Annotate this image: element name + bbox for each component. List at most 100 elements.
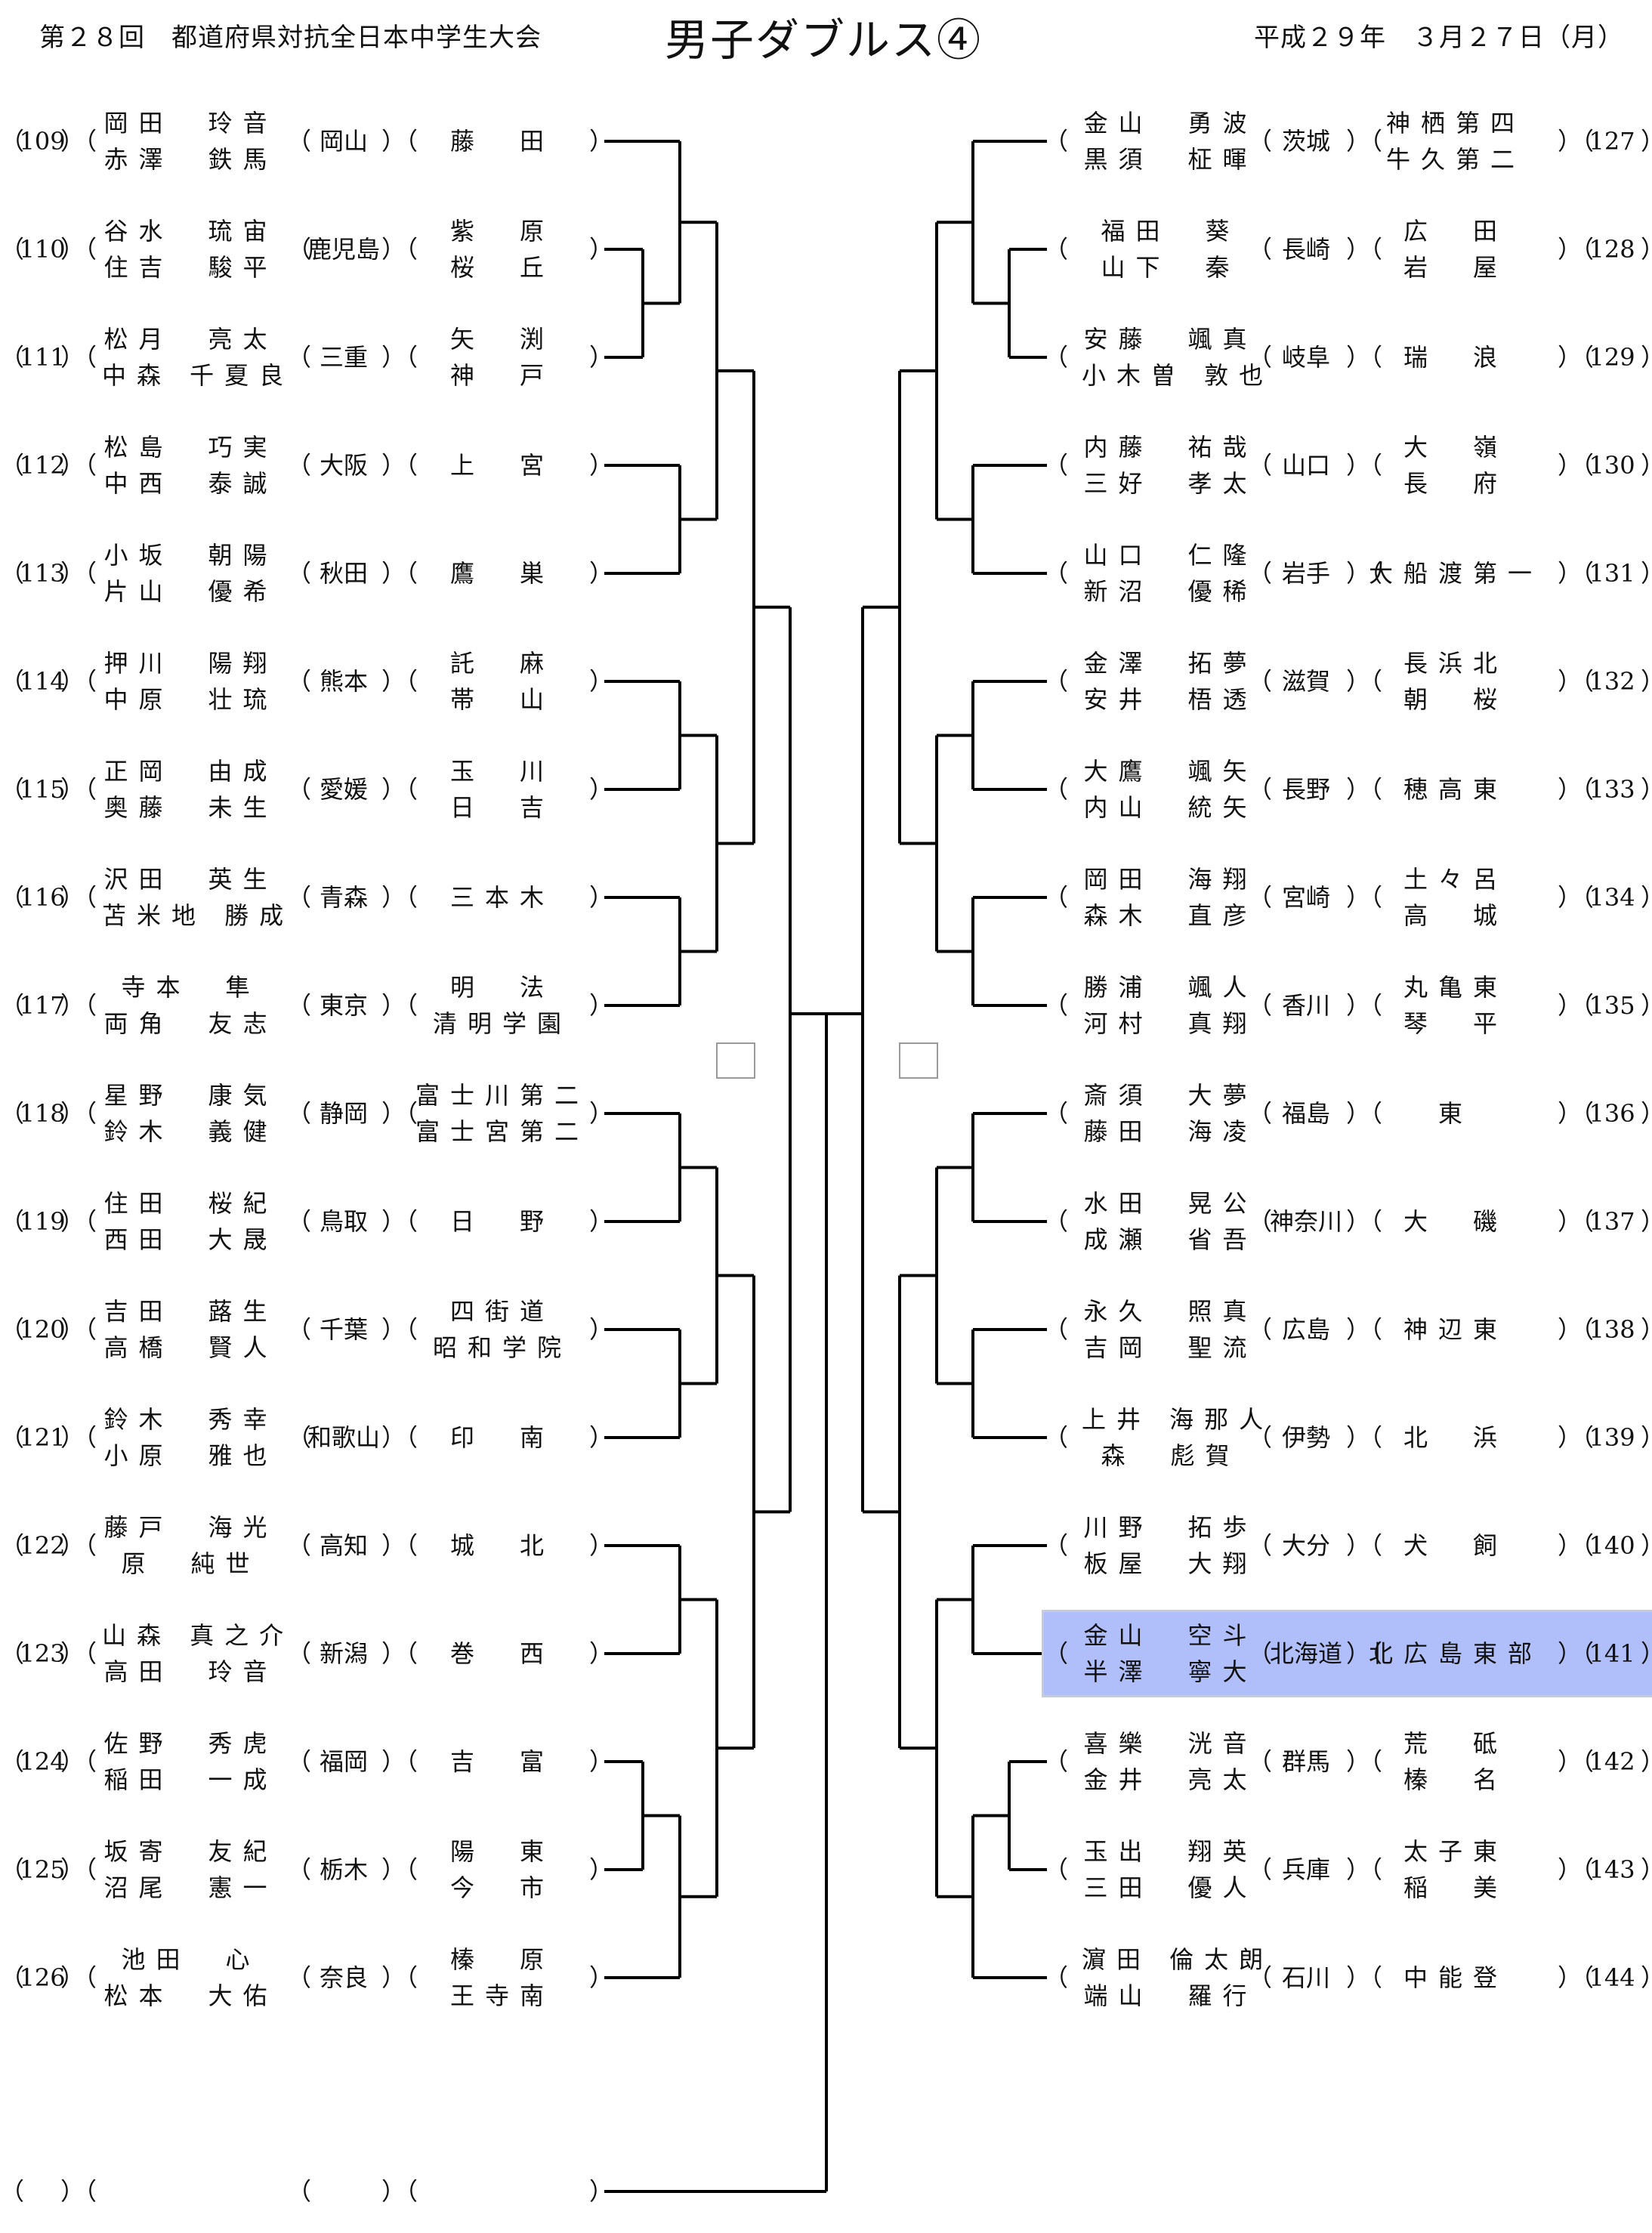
bracket-paren: （ bbox=[0, 1099, 25, 1128]
seed-number: 140 bbox=[1589, 1531, 1635, 1560]
bracket-paren: （ bbox=[0, 127, 25, 156]
bracket-paren: ） bbox=[589, 1747, 614, 1776]
prefecture: 北海道 bbox=[1269, 1639, 1342, 1668]
seed-number: 123 bbox=[19, 1639, 66, 1668]
school-line: 北広島東部 bbox=[1369, 1639, 1543, 1668]
bracket-paren: ）（ bbox=[60, 451, 97, 480]
player-names: 正岡 由成奥藤 未生 bbox=[102, 748, 279, 831]
bracket-paren: ） bbox=[1641, 208, 1652, 291]
player-name: 内山 統矢 bbox=[1083, 793, 1258, 822]
player-name: 新沼 優稀 bbox=[1083, 577, 1258, 606]
bracket-paren: ） bbox=[1641, 1720, 1652, 1803]
school-name: 富士川第二富士宮第二 bbox=[415, 1072, 589, 1155]
player-name: 佐野 秀虎 bbox=[103, 1729, 278, 1758]
player-name: 濵田 倫太朗 bbox=[1082, 1945, 1274, 1974]
player-names: 大鷹 颯矢内山 統矢 bbox=[1082, 748, 1259, 831]
seed-number: 135 bbox=[1589, 991, 1635, 1020]
bracket-paren: ）（ bbox=[381, 775, 418, 804]
bracket-paren: （ bbox=[1248, 1207, 1273, 1236]
player-name: 山下 秦 bbox=[1101, 253, 1240, 282]
prefecture: 岡山 bbox=[319, 127, 368, 156]
player-name: 小坂 朝陽 bbox=[103, 541, 278, 570]
player-name: 西田 大晟 bbox=[103, 1225, 278, 1254]
school-line: 三本木 bbox=[449, 883, 554, 912]
bracket-paren: （ bbox=[1248, 451, 1273, 480]
school-line: 鷹 巣 bbox=[449, 559, 554, 588]
player-name: 鈴木 秀幸 bbox=[103, 1405, 278, 1434]
bracket-paren: （ bbox=[1044, 1963, 1069, 1992]
school-name: 大船渡第一 bbox=[1369, 532, 1542, 615]
bracket-paren: （ bbox=[1044, 127, 1069, 156]
bracket-paren: ）（ bbox=[1346, 775, 1383, 804]
player-names: 山森 真之介高田 玲音 bbox=[102, 1612, 283, 1695]
player-name: 池田 心 bbox=[121, 1945, 261, 1974]
bracket-paren: ） bbox=[589, 667, 614, 696]
score-box-right bbox=[899, 1042, 938, 1079]
seed-number: 136 bbox=[1589, 1099, 1635, 1128]
bracket-paren: ）（ bbox=[1346, 1207, 1383, 1236]
school-line: 大船渡第一 bbox=[1369, 559, 1543, 588]
school-name: 瑞 浪 bbox=[1369, 316, 1542, 399]
school-line: 城 北 bbox=[449, 1531, 554, 1560]
bracket-paren: ）（ bbox=[60, 2177, 97, 2206]
bracket-paren: （ bbox=[1044, 1531, 1069, 1560]
school-line: 大 嶺 bbox=[1403, 433, 1508, 462]
player-name: 小原 雅也 bbox=[103, 1441, 278, 1470]
school-line: 瑞 浪 bbox=[1403, 343, 1508, 372]
school-line: 岩 屋 bbox=[1403, 253, 1508, 282]
player-name: 吉岡 聖流 bbox=[1083, 1333, 1258, 1362]
prefecture: 香川 bbox=[1281, 991, 1330, 1020]
player-name: 鈴木 義健 bbox=[103, 1117, 278, 1146]
player-name: 住吉 駿平 bbox=[103, 253, 278, 282]
player-name: 金澤 拓夢 bbox=[1083, 649, 1258, 678]
bracket-paren: （ bbox=[1044, 559, 1069, 588]
school-line: 明 法 bbox=[449, 973, 554, 1002]
player-name: 金山 空斗 bbox=[1083, 1621, 1258, 1650]
player-name: 沼尾 憲一 bbox=[103, 1873, 278, 1902]
bracket-paren: ）（ bbox=[381, 1423, 418, 1452]
school-line: 高 城 bbox=[1403, 901, 1508, 930]
bracket-paren: （ bbox=[1044, 451, 1069, 480]
player-name: 中森 千夏良 bbox=[102, 361, 295, 390]
bracket-paren: ） bbox=[589, 1639, 614, 1668]
bracket-paren: （ bbox=[1248, 883, 1273, 912]
school-line: 榛 原 bbox=[449, 1945, 554, 1974]
bracket-paren: ）（ bbox=[1558, 127, 1595, 156]
score-box-left bbox=[716, 1042, 755, 1079]
bracket-paren: （ bbox=[1248, 559, 1273, 588]
school-line: 神 戸 bbox=[449, 361, 554, 390]
school-name: 明 法清明学園 bbox=[415, 964, 589, 1047]
bracket-paren: （ bbox=[287, 1963, 312, 1992]
prefecture: 静岡 bbox=[319, 1099, 368, 1128]
player-name: 片山 優希 bbox=[103, 577, 278, 606]
bracket-paren: ）（ bbox=[1346, 991, 1383, 1020]
school-name: 大 嶺長 府 bbox=[1369, 424, 1542, 507]
school-name: 城 北 bbox=[415, 1504, 589, 1587]
prefecture: 滋賀 bbox=[1281, 667, 1330, 696]
school-name bbox=[415, 2150, 589, 2233]
school-name: 巻 西 bbox=[415, 1612, 589, 1695]
school-line: 神栖第四 bbox=[1385, 109, 1525, 137]
bracket-paren: （ bbox=[0, 559, 25, 588]
player-name: 寺本 隼 bbox=[121, 973, 261, 1002]
school-line: 大 磯 bbox=[1403, 1207, 1508, 1236]
bracket-paren: （ bbox=[1044, 1639, 1069, 1668]
school-name: 穂高東 bbox=[1369, 748, 1542, 831]
player-names: 岡田 海翔森木 直彦 bbox=[1082, 856, 1259, 939]
school-name: 神栖第四牛久第二 bbox=[1369, 100, 1542, 183]
bracket-paren: （ bbox=[1248, 1639, 1273, 1668]
bracket-paren: ）（ bbox=[381, 1747, 418, 1776]
bracket-paren: （ bbox=[287, 127, 312, 156]
school-line: 長浜北 bbox=[1403, 649, 1508, 678]
seed-number: 118 bbox=[19, 1099, 66, 1128]
bracket-paren: ）（ bbox=[60, 1315, 97, 1344]
bracket-paren: ）（ bbox=[381, 559, 418, 588]
school-line: 穂高東 bbox=[1403, 775, 1508, 804]
player-name: 吉田 蕗生 bbox=[103, 1297, 278, 1326]
